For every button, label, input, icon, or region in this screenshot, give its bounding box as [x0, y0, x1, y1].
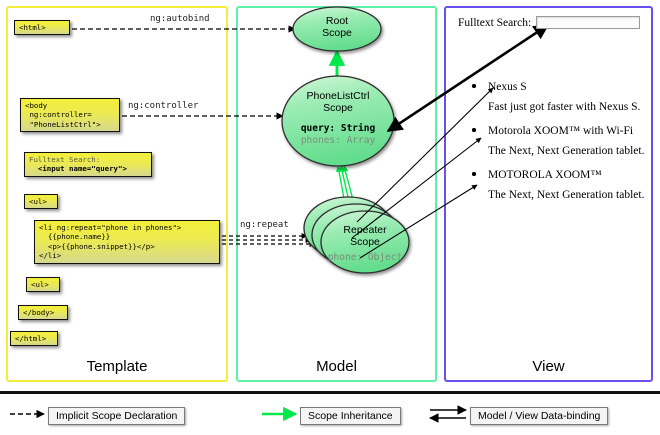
list-item-name: Nexus S [488, 81, 527, 93]
bullet-icon [472, 84, 476, 88]
search-input[interactable] [536, 16, 641, 29]
list-item-snippet: The Next, Next Generation tablet. [488, 145, 645, 157]
code-line: "PhoneListCtrl"> [25, 119, 101, 129]
code-line-dim: Fulltext Search: [29, 155, 101, 164]
code-box-ul-open[interactable]: <ul> [24, 194, 58, 210]
list-item-name: MOTOROLA XOOM™ [488, 169, 602, 181]
legend-scope-inheritance: Scope Inheritance [300, 407, 401, 425]
list-item[interactable]: MOTOROLA XOOM™ The Next, Next Generation… [472, 168, 644, 212]
repeater-scope-ellipse-front [320, 210, 410, 274]
list-item[interactable]: Motorola XOOM™ with Wi-Fi The Next, Next… [472, 124, 644, 168]
list-item-snippet: Fast just got faster with Nexus S. [488, 101, 641, 113]
code-line-bold: <input name="query"> [29, 164, 127, 174]
edge-label-ng-autobind: ng:autobind [150, 14, 210, 24]
code-box-html-close[interactable]: </html> [10, 331, 58, 347]
code-box-body-open[interactable]: <body ng:controller= "PhoneListCtrl"> [20, 98, 120, 133]
list-item-snippet: The Next, Next Generation tablet. [488, 189, 645, 201]
list-item-name: Motorola XOOM™ with Wi-Fi [488, 125, 634, 137]
bullet-icon [472, 172, 476, 176]
view-phone-list: Nexus S Fast just got faster with Nexus … [472, 80, 644, 212]
column-label-view: View [532, 358, 565, 375]
legend-implicit-scope-declaration: Implicit Scope Declaration [48, 407, 186, 425]
code-box-html-open[interactable]: <html> [14, 20, 70, 36]
root-scope-ellipse [292, 6, 382, 52]
list-item[interactable]: Nexus S Fast just got faster with Nexus … [472, 80, 644, 124]
column-label-model: Model [316, 358, 357, 375]
code-box-body-close[interactable]: </body> [18, 305, 68, 321]
code-line: {{phone.name}} [39, 232, 111, 242]
code-box-li-repeat[interactable]: <li ng:repeat="phone in phones"> {{phone… [34, 220, 220, 264]
legend-divider [0, 391, 660, 394]
code-line: </li> [39, 251, 62, 261]
view-search-row: Fulltext Search: [458, 16, 641, 29]
code-line: <body [25, 101, 48, 110]
code-box-fulltext-search[interactable]: Fulltext Search: <input name="query"> [24, 152, 152, 177]
code-box-ul-close[interactable]: <ul> [26, 277, 60, 293]
code-line: <p>{{phone.snippet}}</p> [39, 241, 155, 251]
edge-databinding-query [386, 23, 550, 133]
edge-databinding-item-2 [351, 137, 482, 239]
edge-databinding-item-1 [356, 87, 494, 223]
code-line: <li ng:repeat="phone in phones"> [39, 223, 182, 232]
legend-model-view-data-binding: Model / View Data-binding [470, 407, 609, 425]
edge-label-ng-repeat: ng:repeat [240, 220, 289, 230]
view-search-label: Fulltext Search: [458, 16, 532, 29]
code-line: ng:controller= [25, 110, 92, 120]
column-label-template: Template [86, 358, 148, 375]
edge-label-ng-controller: ng:controller [128, 101, 199, 111]
edge-databinding-item-3 [359, 184, 478, 259]
phonelistctrl-scope-ellipse [281, 75, 395, 167]
bullet-icon [472, 128, 476, 132]
